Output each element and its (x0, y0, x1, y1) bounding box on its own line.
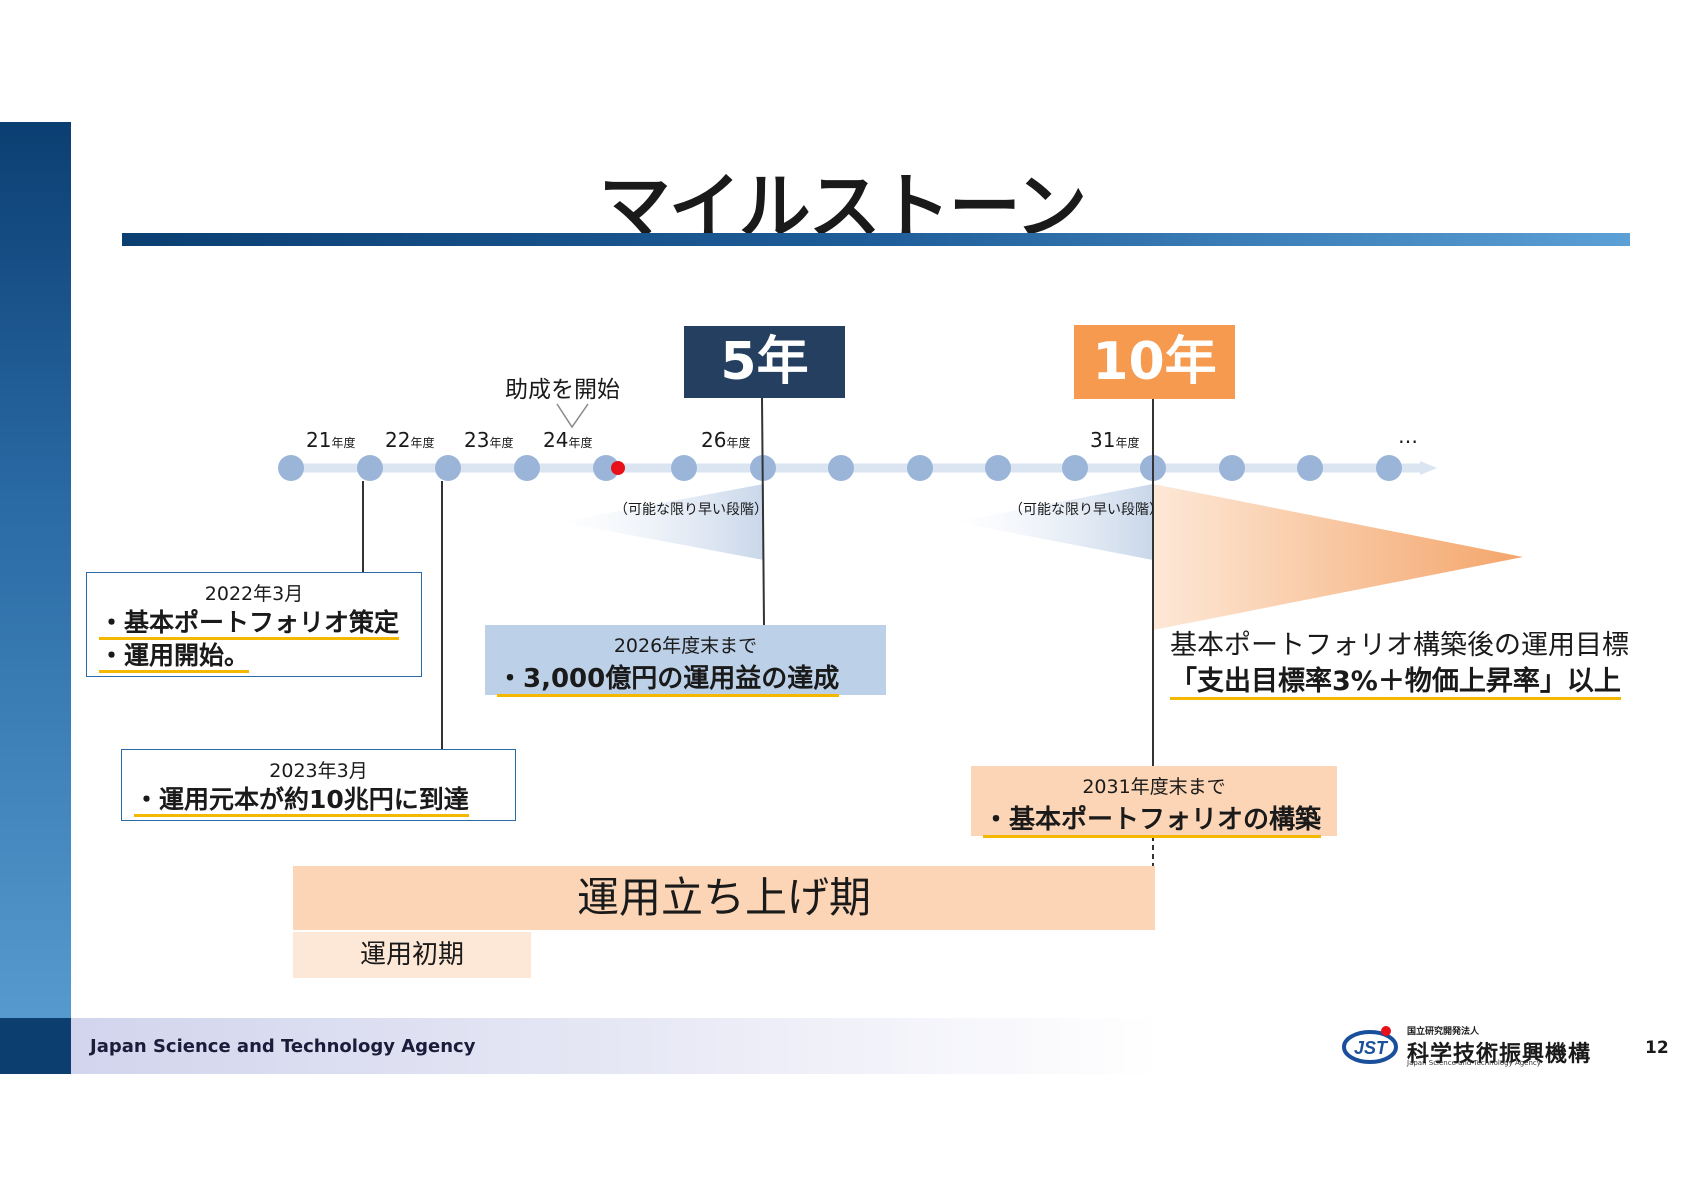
timeline-dot (985, 455, 1011, 481)
timeline-dot (1219, 455, 1245, 481)
footer-org-name: Japan Science and Technology Agency (90, 1036, 476, 1057)
timeline-dot (593, 455, 619, 481)
left-accent-bar (0, 122, 71, 1074)
target-line1: 基本ポートフォリオ構築後の運用目標 (1170, 630, 1629, 661)
card-2031-date: 2031年度末まで (1082, 776, 1226, 798)
timeline-dot (514, 455, 540, 481)
card-2022: 2022年3月 ・基本ポートフォリオ策定 ・運用開始。 (86, 572, 422, 677)
footer-accent-block (0, 1018, 71, 1074)
timeline-dot (907, 455, 933, 481)
timeline-dot (1062, 455, 1088, 481)
card-2022-date: 2022年3月 (204, 583, 304, 605)
card-2031-item1: ・基本ポートフォリオの構築 (971, 799, 1337, 838)
timeline-dots (278, 455, 1402, 481)
early-stage-note-2: （可能な限り早い段階） (1009, 502, 1163, 518)
timeline-dot (357, 455, 383, 481)
page-number: 12 (1645, 1038, 1669, 1058)
start-label: 助成を開始 (505, 377, 620, 403)
tick-label-31: 31年度 (1090, 428, 1140, 452)
card-2023-item1: ・運用元本が約10兆円に到達 (122, 783, 515, 817)
card-2022-item1: ・基本ポートフォリオ策定 (87, 606, 421, 640)
early-stage-note-1: （可能な限り早い段階） (614, 502, 768, 518)
tick-label-21: 21年度 (306, 428, 356, 452)
tick-label-23: 23年度 (464, 428, 514, 452)
start-marker-dot (611, 461, 625, 475)
post-portfolio-target: 基本ポートフォリオ構築後の運用目標 「支出目標率3%＋物価上昇率」以上 (1170, 628, 1629, 700)
card-2031: 2031年度末まで ・基本ポートフォリオの構築 (971, 766, 1337, 838)
target-fan (1153, 484, 1523, 630)
footer-band (0, 1018, 1160, 1074)
start-callout-pointer (556, 403, 589, 429)
logo-org-type: 国立研究開発法人 (1407, 1027, 1480, 1037)
milestone-10yr-box: 10年 (1074, 325, 1235, 399)
card-2022-item2: ・運用開始。 (87, 639, 421, 673)
logo-org-name-en: Japan Science and Technology Agency (1407, 1059, 1541, 1067)
jst-logo-mark: JST (1354, 1038, 1389, 1058)
milestone-5yr-box: 5年 (684, 326, 845, 398)
target-line2: 「支出目標率3%＋物価上昇率」以上 (1170, 664, 1629, 700)
tick-label-26: 26年度 (701, 428, 751, 452)
card-2023-date: 2023年3月 (269, 760, 368, 782)
timeline-ellipsis: … (1398, 424, 1418, 448)
tick-label-24: 24年度 (543, 428, 593, 452)
jst-logo-icon: JST (1342, 1026, 1398, 1064)
timeline-dot (278, 455, 304, 481)
timeline-dot (435, 455, 461, 481)
card-2026-date: 2026年度末まで (613, 635, 758, 657)
tick-label-22: 22年度 (385, 428, 435, 452)
timeline-dot (1297, 455, 1323, 481)
timeline-dot (671, 455, 697, 481)
early-stage-fan-1 (560, 484, 764, 560)
logo-org-name: 科学技術振興機構 (1407, 1042, 1592, 1067)
title-underline-bar (122, 233, 1630, 246)
connector-5yr (761, 397, 765, 626)
card-2026-item1: ・3,000億円の運用益の達成 (485, 658, 886, 697)
early-stage-fan-2 (955, 484, 1153, 560)
card-2026: 2026年度末まで ・3,000億円の運用益の達成 (485, 625, 886, 697)
timeline-arrowhead (1420, 461, 1437, 475)
timeline-dot (1376, 455, 1402, 481)
card-2023: 2023年3月 ・運用元本が約10兆円に到達 (121, 749, 516, 821)
timeline-dot (828, 455, 854, 481)
phase-initial-period: 運用初期 (293, 932, 531, 978)
phase-launch-period: 運用立ち上げ期 (293, 866, 1155, 930)
